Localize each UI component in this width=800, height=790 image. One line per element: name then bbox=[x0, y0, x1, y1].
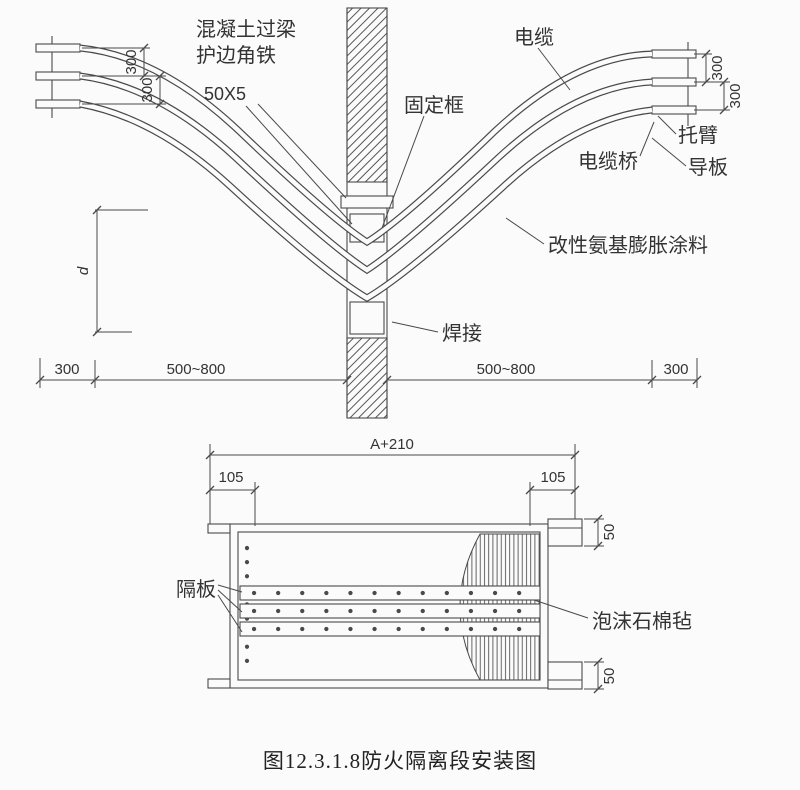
bottom-dimension-chain: 300 500~800 500~800 300 bbox=[35, 358, 702, 388]
right-channel-bottom bbox=[547, 661, 583, 690]
overall-width-dimension: A+210 bbox=[205, 436, 580, 524]
label-expansion-coating: 改性氨基膨胀涂料 bbox=[548, 234, 708, 257]
left-cable-supports bbox=[35, 36, 81, 118]
leader-lines-top bbox=[245, 47, 687, 333]
edge-angle-iron-plate bbox=[340, 195, 394, 209]
labels-top: 混凝土过梁 护边角铁 50X5 固定框 电缆 电缆桥 托臂 导板 改性氨基膨胀涂… bbox=[196, 18, 728, 345]
right-support-2 bbox=[651, 77, 697, 87]
label-concrete-lintel: 混凝土过梁 bbox=[196, 18, 296, 41]
label-fixing-frame: 固定框 bbox=[404, 94, 464, 117]
label-edge-angle-iron: 护边角铁 bbox=[196, 44, 276, 67]
detail-assembly bbox=[207, 518, 583, 690]
label-welding: 焊接 bbox=[442, 322, 482, 345]
dim-right-105: 105 bbox=[540, 469, 565, 486]
dim-bottom-left-span: 500~800 bbox=[167, 361, 226, 378]
left-spacing-dimensions: 300 300 bbox=[82, 43, 166, 109]
label-cable-bridge: 电缆桥 bbox=[578, 150, 638, 173]
partition-strip-1 bbox=[239, 585, 541, 601]
label-partition-board: 隔板 bbox=[176, 578, 216, 601]
leader-lines-detail bbox=[217, 584, 589, 633]
left-support-1 bbox=[35, 43, 81, 53]
label-angle-spec: 50X5 bbox=[204, 84, 246, 104]
figure-caption: 图12.3.1.8防火隔离段安装图 bbox=[263, 749, 537, 773]
dim-bottom-right-span: 500~800 bbox=[477, 361, 536, 378]
welding-box bbox=[349, 301, 385, 335]
dim-left-105: 105 bbox=[218, 469, 243, 486]
dim-right-300-1: 300 bbox=[709, 55, 726, 80]
dim-left-300-2: 300 bbox=[139, 77, 156, 102]
cables bbox=[79, 44, 653, 303]
dim-flange-bottom-50: 50 bbox=[601, 668, 618, 685]
right-support-1 bbox=[651, 49, 697, 59]
offset-dimensions: 105 105 bbox=[205, 469, 580, 526]
wall-lower-hatch bbox=[346, 337, 388, 419]
left-tab-bottom bbox=[207, 678, 231, 689]
flange-dimensions: 50 50 bbox=[584, 514, 618, 694]
wall-upper-hatch bbox=[346, 7, 388, 183]
dim-bottom-right-300: 300 bbox=[663, 361, 688, 378]
right-channel-top bbox=[547, 518, 583, 547]
partition-strip-2 bbox=[239, 603, 541, 619]
right-cable-supports bbox=[651, 42, 697, 126]
label-foam-asbestos-felt: 泡沫石棉毡 bbox=[592, 610, 692, 633]
dim-bottom-left-300: 300 bbox=[54, 361, 79, 378]
label-bracket-arm: 托臂 bbox=[678, 124, 718, 147]
left-tab-top bbox=[207, 523, 231, 534]
label-guide-plate: 导板 bbox=[688, 156, 728, 179]
detail-outer-box bbox=[229, 523, 549, 689]
dim-overall-width: A+210 bbox=[370, 436, 414, 453]
dim-flange-top-50: 50 bbox=[601, 524, 618, 541]
partition-strips bbox=[239, 585, 541, 637]
right-support-3 bbox=[651, 105, 697, 115]
depth-dimension: d bbox=[75, 205, 148, 337]
left-support-3 bbox=[35, 99, 81, 109]
labels-detail: 隔板 泡沫石棉毡 bbox=[176, 578, 692, 633]
dim-right-300-2: 300 bbox=[727, 83, 744, 108]
dim-depth-d: d bbox=[75, 266, 92, 275]
dim-left-300-1: 300 bbox=[123, 49, 140, 74]
label-cable: 电缆 bbox=[514, 26, 554, 49]
concrete-wall bbox=[340, 7, 394, 419]
right-spacing-dimensions: 300 300 bbox=[694, 49, 744, 115]
left-support-2 bbox=[35, 71, 81, 81]
